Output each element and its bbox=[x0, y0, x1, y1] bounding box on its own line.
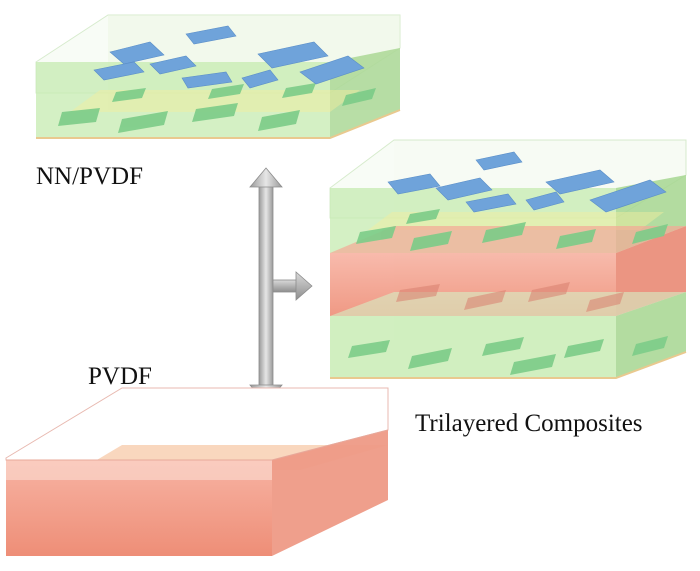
particle bbox=[93, 61, 145, 81]
particle bbox=[241, 69, 279, 89]
particle bbox=[632, 224, 668, 244]
particle bbox=[482, 337, 524, 356]
particle bbox=[556, 229, 596, 249]
particle bbox=[257, 41, 329, 69]
particle bbox=[545, 169, 615, 195]
particle bbox=[464, 290, 506, 310]
trilayer-green-particles-bottom bbox=[348, 336, 668, 375]
nn-pvdf-blue-particles bbox=[93, 25, 365, 89]
particle bbox=[356, 226, 396, 244]
particle bbox=[408, 348, 452, 369]
particle bbox=[299, 55, 365, 85]
particle bbox=[435, 177, 493, 201]
particle bbox=[109, 41, 165, 65]
particle bbox=[192, 103, 238, 122]
particle bbox=[410, 231, 452, 251]
nn-pvdf-layer bbox=[35, 14, 401, 139]
particle bbox=[475, 151, 523, 171]
nn-pvdf-label: NN/PVDF bbox=[36, 163, 143, 190]
particle bbox=[564, 339, 604, 358]
particle bbox=[112, 88, 146, 102]
particle bbox=[482, 222, 526, 243]
trilayer-stack bbox=[329, 139, 687, 379]
trilayer-green-particles-top bbox=[356, 209, 668, 251]
particle bbox=[465, 193, 517, 213]
particle bbox=[586, 292, 624, 312]
pvdf-front-face bbox=[6, 460, 272, 556]
trilayer-green-bottom-side bbox=[616, 292, 686, 378]
particle bbox=[510, 354, 556, 375]
connector-arrow bbox=[249, 167, 313, 405]
nn-pvdf-green-particles bbox=[58, 83, 376, 133]
particle bbox=[589, 179, 667, 213]
pvdf-side-face bbox=[272, 430, 388, 556]
particle bbox=[58, 108, 100, 126]
particle bbox=[525, 191, 565, 211]
particle bbox=[406, 209, 440, 224]
particle bbox=[181, 71, 233, 89]
arrow-shaft bbox=[258, 182, 274, 390]
particle bbox=[282, 83, 316, 98]
trilayered-composites-label: Trilayered Composites bbox=[415, 410, 643, 437]
particle bbox=[632, 336, 668, 356]
arrow-branch-shaft bbox=[272, 279, 298, 293]
particle bbox=[185, 25, 237, 45]
particle bbox=[387, 173, 441, 195]
particle bbox=[208, 84, 244, 99]
particle bbox=[348, 340, 390, 358]
arrow-head-right bbox=[295, 271, 313, 301]
pvdf-outline bbox=[6, 429, 389, 461]
particle bbox=[342, 88, 376, 106]
arrow-head-up bbox=[249, 167, 283, 188]
pvdf-label: PVDF bbox=[88, 363, 152, 390]
particle bbox=[396, 284, 440, 302]
trilayer-blue-particles bbox=[387, 151, 667, 213]
particle bbox=[149, 55, 197, 75]
pvdf-front-band bbox=[6, 460, 272, 480]
particle bbox=[528, 282, 570, 302]
trilayer-green-top-band bbox=[368, 212, 664, 230]
pvdf-layer bbox=[5, 387, 389, 556]
particle bbox=[258, 110, 300, 131]
nn-pvdf-bottom-edge bbox=[36, 109, 401, 139]
trilayer-red-particles bbox=[396, 282, 624, 312]
particle bbox=[118, 111, 168, 133]
trilayer-bottom-edge bbox=[330, 351, 687, 379]
